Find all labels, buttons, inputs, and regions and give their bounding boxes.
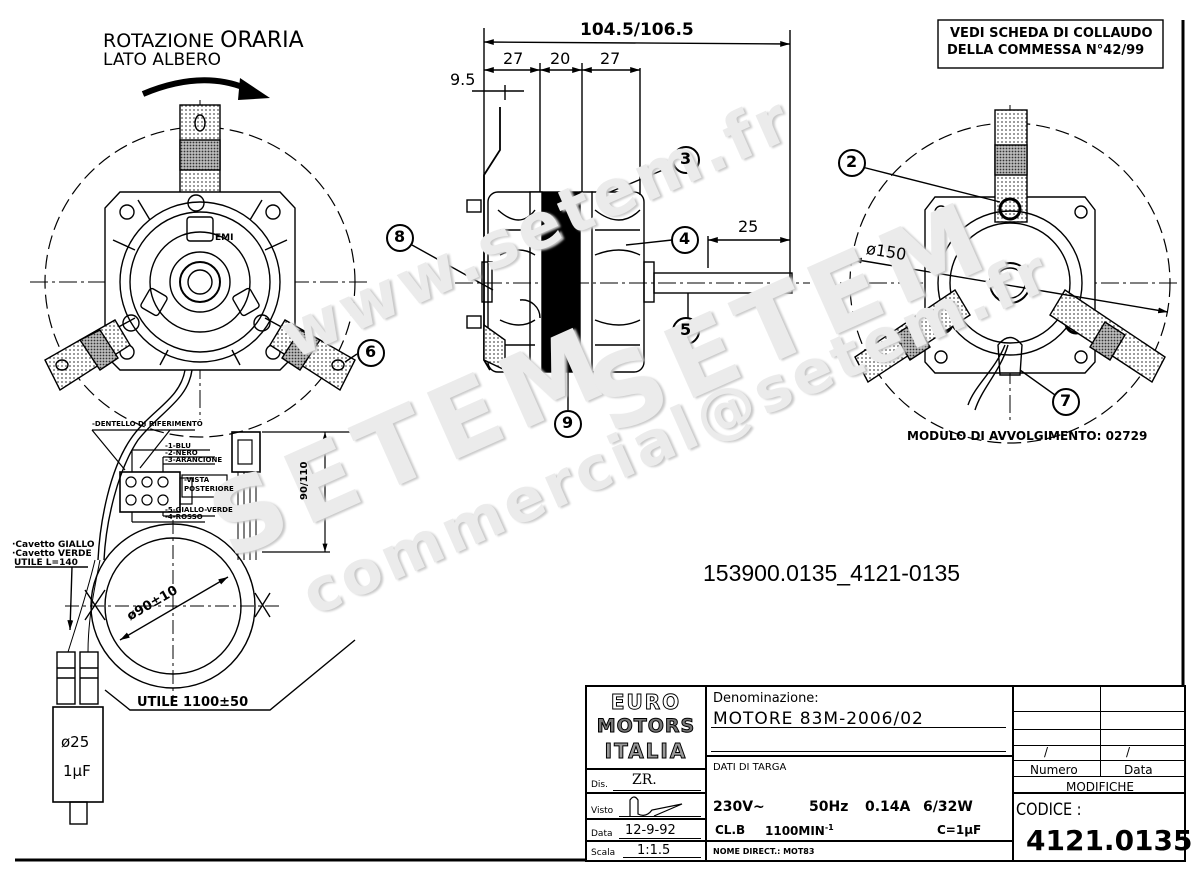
leads-line3: UTILE L=140 xyxy=(14,558,78,568)
callout-6 xyxy=(344,339,385,367)
front-view xyxy=(30,100,370,561)
revision-date-header: Data xyxy=(1124,763,1153,777)
winding-module: MODULO DI AVVOLGIMENTO: 02729 xyxy=(907,429,1148,443)
connector-diagram xyxy=(91,429,360,560)
title-block: EURO MOTORS ITALIA Dis. ZR. Visto Data 1… xyxy=(585,685,1193,862)
rotation-label: ROTAZIONE ORARIA xyxy=(103,28,304,53)
keying-tab-label: -DENTELLO DI RIFERIMENTO xyxy=(92,420,203,428)
frequency: 50Hz xyxy=(809,799,849,815)
leads-line2: ·Cavetto VERDE xyxy=(12,549,92,559)
speed: 1100MIN-1 xyxy=(765,823,834,838)
rotation-arrow xyxy=(141,77,247,97)
callouts-side xyxy=(386,146,700,438)
rear-view-label-1: -VISTA xyxy=(184,476,210,484)
rotation-side-label: LATO ALBERO xyxy=(103,50,222,70)
revisions-title: MODIFICHE xyxy=(1066,780,1135,794)
signature xyxy=(629,796,683,817)
dim-overall-length: 104.5/106.5 xyxy=(580,20,694,40)
dim-bracket-offset: 9.5 xyxy=(450,70,476,89)
test-note-box xyxy=(937,19,1164,69)
revisions-table: / / Numero Data MODIFICHE xyxy=(1012,687,1184,794)
company-logo: EURO MOTORS ITALIA xyxy=(587,687,707,770)
cable-loop xyxy=(15,520,356,825)
test-note-line2: DELLA COMMESSA N°42/99 xyxy=(947,43,1145,58)
drawn-by-row: Dis. ZR. xyxy=(587,770,707,794)
code-cell: CODICE : 4121.0135 xyxy=(1012,794,1193,860)
power: 6/32W xyxy=(923,799,973,815)
callout-3: 3 xyxy=(680,149,692,168)
callout-7: 7 xyxy=(1060,391,1072,410)
leads-line1: ·Cavetto GIALLO xyxy=(12,540,95,550)
callout-4: 4 xyxy=(679,229,691,248)
denomination-cell: Denominazione: MOTORE 83M-2006/02 xyxy=(707,687,1012,757)
rear-view xyxy=(840,105,1180,444)
nameplate-data-cell: DATI DI TARGA 230V~ 50Hz 0.14A 6/32W CL.… xyxy=(707,757,1012,842)
capacitor-value: 1µF xyxy=(63,762,91,780)
rear-view-label-2: POSTERIORE xyxy=(184,485,234,493)
capacitance: C=1µF xyxy=(937,823,982,837)
test-note-line1: VEDI SCHEDA DI COLLAUDO xyxy=(950,26,1153,41)
scale-row: Scala 1:1.5 xyxy=(587,842,707,860)
insulation-class: CL.B xyxy=(715,823,746,837)
directory-name-cell: NOME DIRECT.: MOT83 xyxy=(713,847,815,856)
callouts-rear xyxy=(838,149,1080,416)
dim-shaft-length: 25 xyxy=(738,217,759,236)
date-row: Data 12-9-92 xyxy=(587,820,707,842)
dim-seg1: 27 xyxy=(503,49,524,68)
callout-6: 6 xyxy=(365,342,377,361)
dim-seg2: 20 xyxy=(550,49,571,68)
wire-1-label: -1-BLU xyxy=(165,442,191,450)
callout-2: 2 xyxy=(846,152,858,171)
dim-seg3: 27 xyxy=(600,49,621,68)
drawing-code: 4121.0135 xyxy=(1026,824,1193,857)
checked-by-row: Visto xyxy=(587,794,707,820)
wire-4-label: -4-ROSSO xyxy=(165,513,203,521)
dim-cable-length: UTILE 1100±50 xyxy=(137,695,249,710)
callout-9: 9 xyxy=(562,413,574,432)
callout-8: 8 xyxy=(394,227,406,246)
svg-text:EMI: EMI xyxy=(215,233,233,243)
file-reference: 153900.0135_4121-0135 xyxy=(703,560,961,586)
callout-5: 5 xyxy=(680,320,692,339)
dim-connector-length: 90/110 xyxy=(299,461,310,500)
side-view xyxy=(411,28,810,410)
wire-5-label: -5-GIALLO-VERDE xyxy=(165,506,233,514)
wire-2-label: -2-NERO xyxy=(165,449,198,457)
voltage: 230V~ xyxy=(713,799,765,815)
wire-3-label: -3-ARANCIONE xyxy=(165,456,223,464)
revision-number-header: Numero xyxy=(1030,763,1078,777)
current: 0.14A xyxy=(865,799,911,815)
capacitor-diameter: ø25 xyxy=(61,733,90,751)
